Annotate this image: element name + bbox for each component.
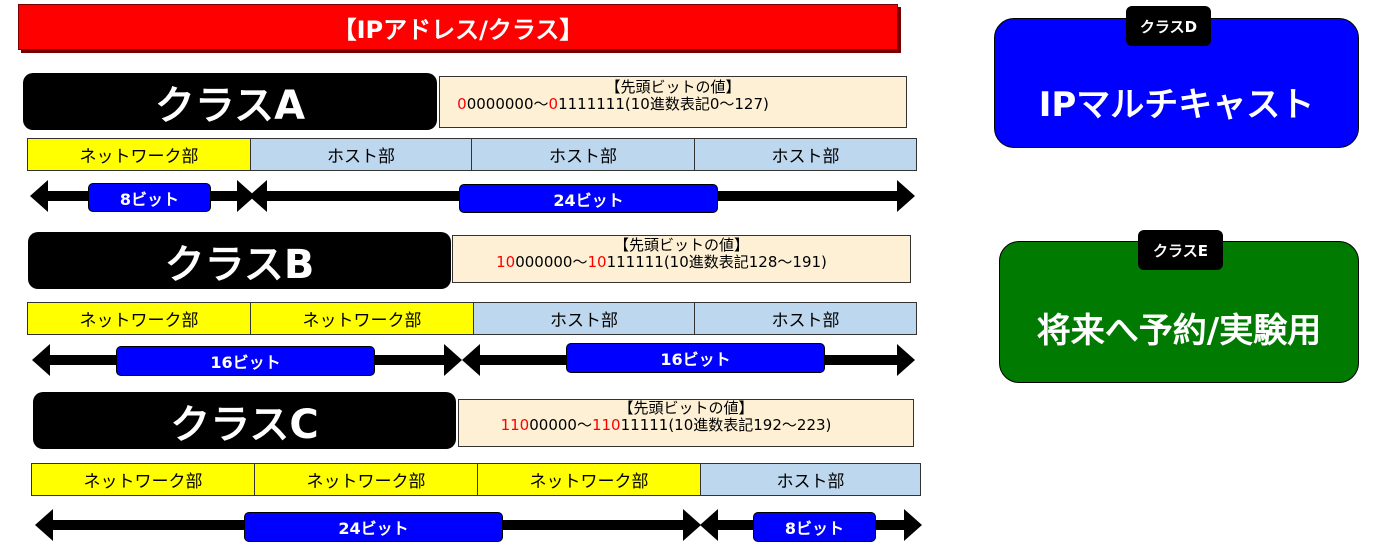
class-b-start-prefix: 10 xyxy=(496,253,516,271)
class-c-info-heading: 【先頭ビットの値】 xyxy=(618,399,754,417)
class-a-network-segment: ネットワーク部 xyxy=(27,138,251,171)
class-a-end-rest: 1111111 xyxy=(558,95,625,113)
class-c-host-bits: 8ビット xyxy=(753,512,876,542)
class-c-network-bits: 24ビット xyxy=(244,512,503,542)
class-d-tag: クラスD xyxy=(1126,6,1211,46)
class-c-start-rest: 00000 xyxy=(529,416,577,434)
class-c-start-prefix: 110 xyxy=(500,416,530,434)
class-a-label: クラスA xyxy=(23,73,437,130)
class-c-decimal: (10進数表記192～223) xyxy=(668,416,832,434)
class-b-range: 10000000～10111111(10進数表記128～191) xyxy=(453,254,910,271)
class-b-network-bits: 16ビット xyxy=(116,346,375,376)
class-c-host-segment: ホスト部 xyxy=(700,463,921,496)
class-c-info: 【先頭ビットの値】 11000000～11011111(10進数表記192～22… xyxy=(458,399,914,447)
class-a-decimal: (10進数表記0～127) xyxy=(624,95,769,113)
class-b-info-heading: 【先頭ビットの値】 xyxy=(613,236,749,254)
class-c-network-segment-3: ネットワーク部 xyxy=(477,463,701,496)
class-a-host-segment-2: ホスト部 xyxy=(471,138,695,171)
class-a-start-rest: 0000000 xyxy=(466,95,534,113)
class-e-tag: クラスE xyxy=(1138,230,1223,270)
class-b-end-prefix: 10 xyxy=(587,253,607,271)
class-c-label: クラスC xyxy=(33,392,456,449)
class-a-info-heading: 【先頭ビットの値】 xyxy=(605,78,741,96)
class-a-start-prefix: 0 xyxy=(457,95,467,113)
class-a-end-prefix: 0 xyxy=(548,95,559,113)
class-a-host-segment-3: ホスト部 xyxy=(694,138,917,171)
class-a-host-bits: 24ビット xyxy=(459,184,718,213)
class-c-end-rest: 11111 xyxy=(620,416,669,434)
class-b-start-rest: 000000 xyxy=(515,253,573,271)
class-c-range: 11000000～11011111(10進数表記192～223) xyxy=(459,417,913,434)
class-a-info: 【先頭ビットの値】 00000000～01111111(10進数表記0～127) xyxy=(439,76,907,128)
class-b-host-bits: 16ビット xyxy=(566,343,825,373)
class-b-decimal: (10進数表記128～191) xyxy=(663,253,827,271)
class-c-network-segment-2: ネットワーク部 xyxy=(254,463,478,496)
class-b-info: 【先頭ビットの値】 10000000～10111111(10進数表記128～19… xyxy=(452,235,911,283)
class-b-host-segment-1: ホスト部 xyxy=(473,302,695,335)
class-b-network-segment-1: ネットワーク部 xyxy=(27,302,251,335)
class-b-tilde: ～ xyxy=(572,253,588,271)
class-a-tilde: ～ xyxy=(533,95,549,113)
class-c-network-segment-1: ネットワーク部 xyxy=(31,463,255,496)
class-c-end-prefix: 110 xyxy=(591,416,621,434)
class-b-network-segment-2: ネットワーク部 xyxy=(250,302,474,335)
class-b-label: クラスB xyxy=(28,232,451,289)
class-b-host-segment-2: ホスト部 xyxy=(694,302,917,335)
class-d-description: IPマルチキャスト xyxy=(1038,84,1315,125)
class-c-tilde: ～ xyxy=(576,416,592,434)
class-e-description: 将来へ予約/実験用 xyxy=(1036,310,1322,351)
class-a-network-bits: 8ビット xyxy=(88,183,211,212)
class-b-end-rest: 111111 xyxy=(606,253,664,271)
page-title: 【IPアドレス/クラス】 xyxy=(18,4,898,50)
class-a-range: 00000000～01111111(10進数表記0～127) xyxy=(440,96,906,113)
class-a-host-segment-1: ホスト部 xyxy=(250,138,472,171)
